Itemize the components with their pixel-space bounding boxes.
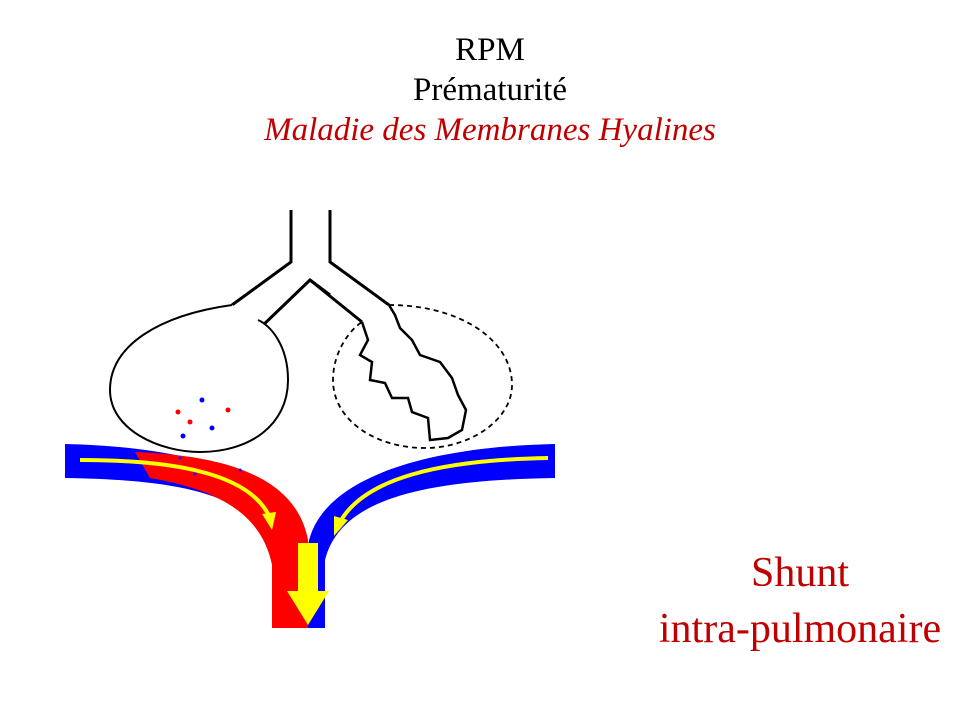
left-flow-arrowhead bbox=[262, 512, 276, 530]
ventilated-alveolus bbox=[108, 304, 290, 454]
right-flow-arrowhead bbox=[334, 516, 348, 536]
title-rpm: RPM bbox=[455, 32, 525, 68]
deoxygenated-vessel bbox=[308, 444, 555, 628]
collapsed-alveolus bbox=[332, 304, 513, 449]
airways bbox=[231, 210, 390, 334]
trachea-bronchus-right bbox=[328, 210, 390, 307]
right-flow-arrow bbox=[338, 456, 549, 523]
shunt-caption: Shunt intra-pulmonaire bbox=[620, 545, 960, 657]
title-mmh: Maladie des Membranes Hyalines bbox=[264, 112, 716, 148]
title-block: RPM Prématurité Maladie des Membranes Hy… bbox=[0, 30, 960, 150]
o2-dot bbox=[187, 419, 193, 425]
trachea-bronchus-left bbox=[231, 210, 293, 307]
flow-arrows bbox=[79, 456, 549, 625]
oxygenated-vessel bbox=[135, 452, 308, 628]
down-flow-arrow-shaft bbox=[298, 543, 318, 591]
bronchus-right-inner bbox=[309, 278, 363, 324]
title-prematurite: Prématurité bbox=[413, 72, 567, 108]
down-flow-arrowhead bbox=[287, 591, 329, 625]
o2-dot bbox=[225, 407, 231, 413]
left-flow-arrow bbox=[79, 458, 272, 519]
o2-dot bbox=[175, 409, 181, 415]
o2-dot bbox=[209, 425, 215, 431]
caption-shunt: Shunt bbox=[750, 550, 850, 596]
caption-intra-pulmonaire: intra-pulmonaire bbox=[658, 606, 942, 652]
o2-dot bbox=[180, 433, 186, 439]
o2-dot bbox=[199, 397, 205, 403]
